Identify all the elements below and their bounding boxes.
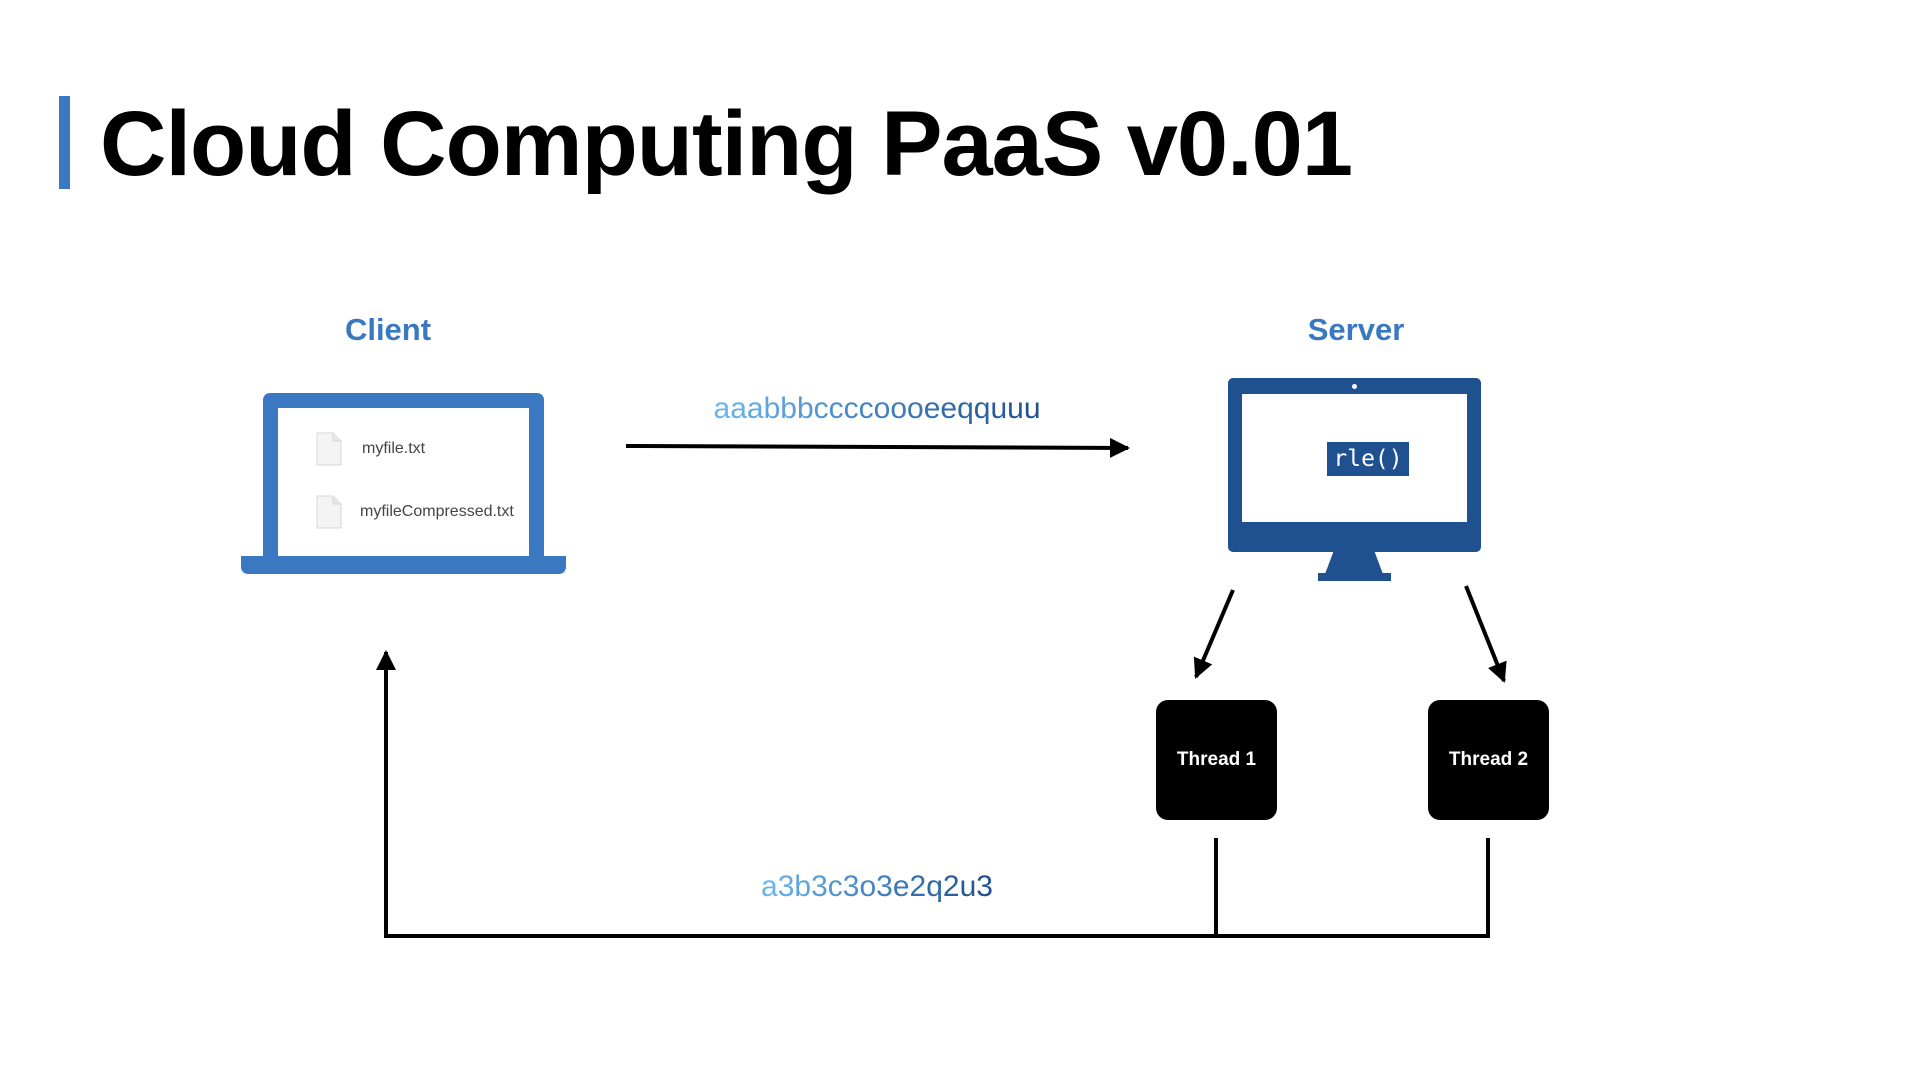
monitor-screen-area: rle() — [1242, 394, 1467, 522]
thread-1-box: Thread 1 — [1156, 700, 1277, 820]
file-name: myfile.txt — [362, 440, 426, 457]
title-accent-bar — [59, 96, 70, 189]
request-string: aaabbbccccoooeeqquuu — [713, 392, 1041, 425]
file-item[interactable]: myfile.txt — [316, 432, 425, 466]
laptop-icon: myfile.txt myfileCompressed.txt — [263, 393, 544, 558]
laptop-screen-area: myfile.txt myfileCompressed.txt — [278, 408, 529, 558]
document-icon — [316, 432, 342, 466]
page-title: Cloud Computing PaaS v0.01 — [100, 93, 1353, 195]
rle-function-label: rle() — [1327, 442, 1409, 476]
response-string: a3b3c3o3e2q2u3 — [761, 870, 993, 903]
monitor-camera — [1352, 384, 1357, 389]
thread-2-arrow — [1464, 585, 1507, 683]
thread-2-box: Thread 2 — [1428, 700, 1549, 820]
file-name: myfileCompressed.txt — [360, 503, 514, 520]
file-item[interactable]: myfileCompressed.txt — [316, 495, 514, 529]
monitor-foot — [1318, 573, 1391, 581]
client-label: Client — [344, 312, 432, 347]
request-arrow — [625, 437, 1130, 458]
document-icon — [316, 495, 342, 529]
monitor-stand — [1325, 551, 1383, 574]
thread-1-arrow — [1193, 589, 1235, 679]
server-label: Server — [1307, 312, 1405, 347]
laptop-base — [241, 556, 566, 574]
desktop-monitor-icon: rle() — [1228, 378, 1481, 552]
